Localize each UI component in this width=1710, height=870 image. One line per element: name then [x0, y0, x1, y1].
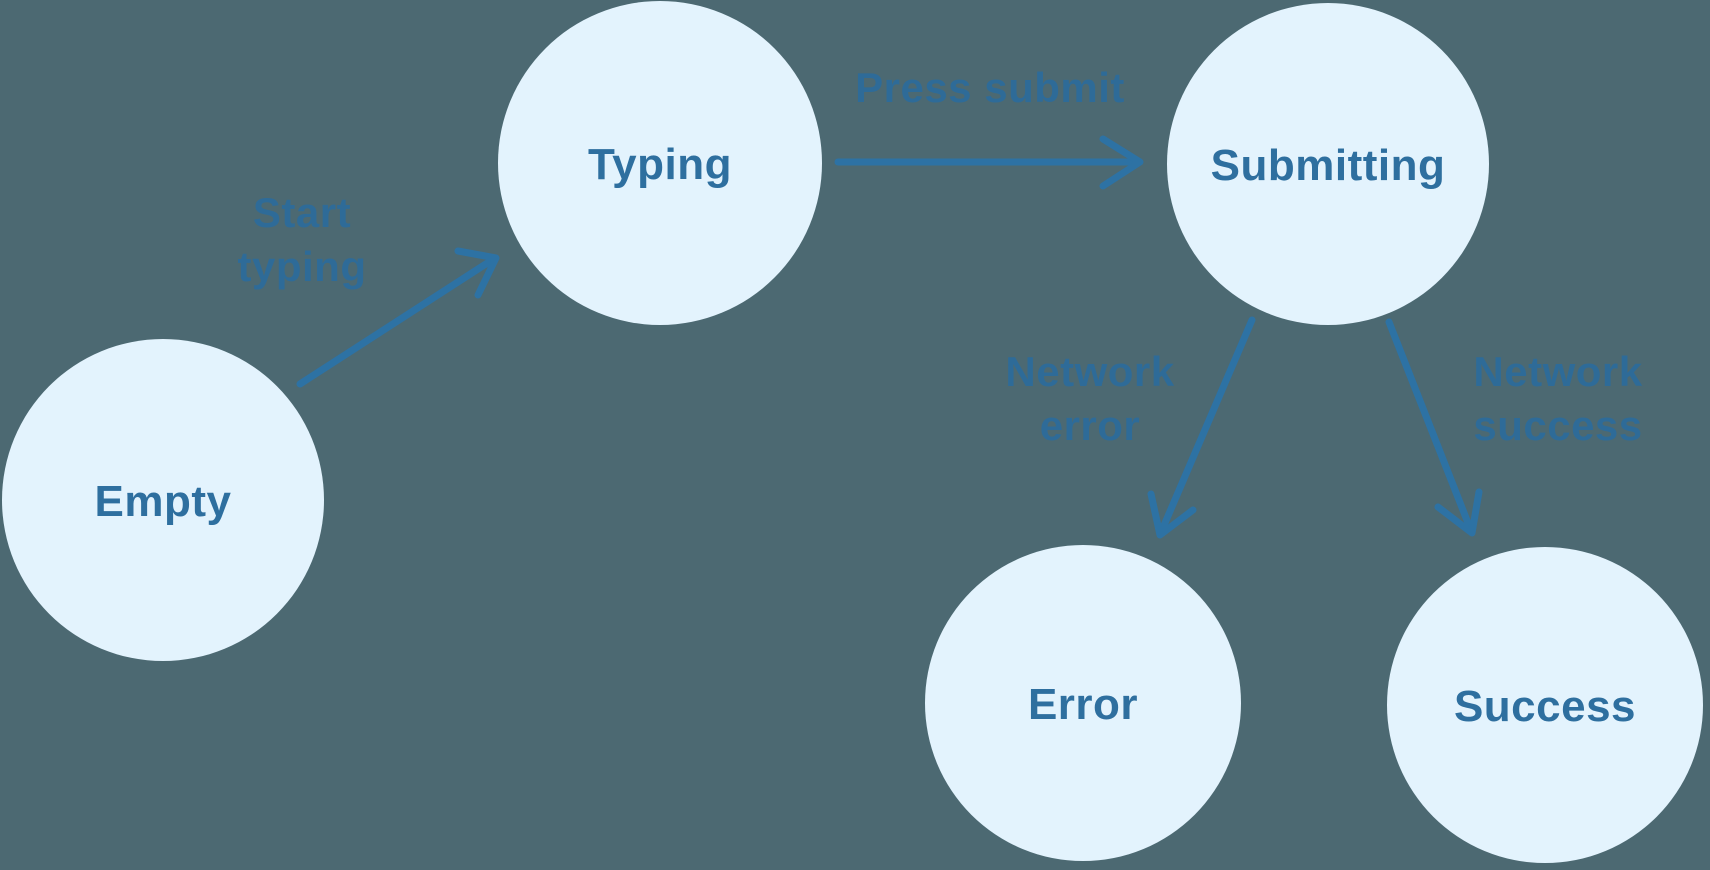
- edge-arrowhead: [1434, 488, 1483, 537]
- edge-label-network-error: Network error: [1005, 348, 1175, 449]
- state-node-label: Empty: [94, 477, 232, 526]
- edge-arrowhead: [1099, 135, 1144, 190]
- state-node-typing[interactable]: Typing: [498, 1, 822, 325]
- state-node-empty[interactable]: Empty: [2, 339, 324, 661]
- state-node-error[interactable]: Error: [925, 545, 1241, 861]
- edge-line: [1158, 316, 1256, 534]
- edge-empty-to-typing[interactable]: [296, 247, 500, 388]
- edge-label-press-submit: Press submit: [855, 64, 1125, 111]
- edge-label-network-success: Network success: [1473, 348, 1643, 449]
- state-node-label: Typing: [588, 140, 732, 189]
- edge-arrowhead: [454, 247, 500, 299]
- edge-line: [296, 256, 496, 388]
- edge-typing-to-submitting[interactable]: [834, 135, 1144, 190]
- edge-submitting-to-error[interactable]: [1147, 316, 1256, 539]
- state-node-label: Success: [1453, 682, 1637, 731]
- edge-line: [1385, 318, 1474, 532]
- state-node-success[interactable]: Success: [1387, 547, 1703, 863]
- edge-submitting-to-success[interactable]: [1385, 318, 1483, 537]
- state-node-label: Submitting: [1210, 141, 1446, 190]
- state-node-submitting[interactable]: Submitting: [1167, 3, 1489, 325]
- edge-label-start-typing: Start typing: [237, 189, 367, 290]
- state-node-label: Error: [1027, 680, 1139, 729]
- edge-arrowhead: [1147, 490, 1197, 539]
